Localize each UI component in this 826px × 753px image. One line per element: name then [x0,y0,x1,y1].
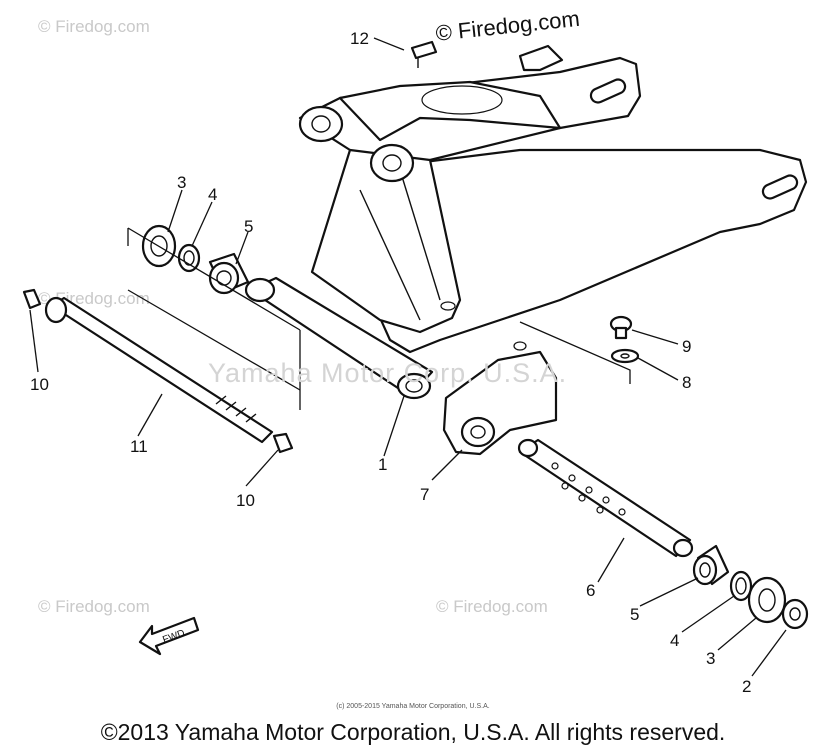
callout-3-right: 3 [706,649,715,668]
swing-arm [298,40,808,354]
guide-right-bolt [519,321,631,384]
part-10-nut-left [22,288,42,310]
callout-3-left: 3 [177,173,186,192]
callout-10-left: 10 [30,375,49,394]
callout-6: 6 [586,581,595,600]
left-bushing-set [141,224,250,295]
footer-small-copyright: (c) 2005-2015 Yamaha Motor Corporation, … [336,703,489,710]
part-9-bolt [609,315,633,340]
part-12-clip [410,40,438,60]
part-1-pivot-tube [244,276,434,400]
callout-9: 9 [682,337,691,356]
callout-10-right: 10 [236,491,255,510]
callout-5-left: 5 [244,217,253,236]
callout-12: 12 [350,29,369,48]
footer-copyright: ©2013 Yamaha Motor Corporation, U.S.A. A… [101,719,726,745]
part-11-bolt [44,296,274,444]
callout-5-right: 5 [630,605,639,624]
guide-left-bolt [127,289,301,391]
watermark-firedog-4: © Firedog.com [38,597,150,616]
callout-4-right: 4 [670,631,679,650]
callout-1: 1 [378,455,387,474]
guide-left-seals [127,227,301,410]
part-7-bracket [442,341,558,456]
watermark-firedog-5: © Firedog.com [436,597,548,616]
right-bushing-set [692,544,809,630]
callout-4-left: 4 [208,185,217,204]
watermark-yamaha: Yamaha Motor Corp. U.S.A. [208,358,567,388]
callout-2: 2 [742,677,751,696]
part-10-nut-right [272,432,294,454]
watermark-firedog-top: © Firedog.com [434,6,580,46]
fwd-arrow-icon: FWD [138,616,200,656]
part-6-shaft [517,438,694,558]
callout-7: 7 [420,485,429,504]
callout-8: 8 [682,373,691,392]
part-8-washer [610,348,640,364]
watermark-firedog-1: © Firedog.com [38,17,150,36]
callout-11: 11 [130,437,148,456]
